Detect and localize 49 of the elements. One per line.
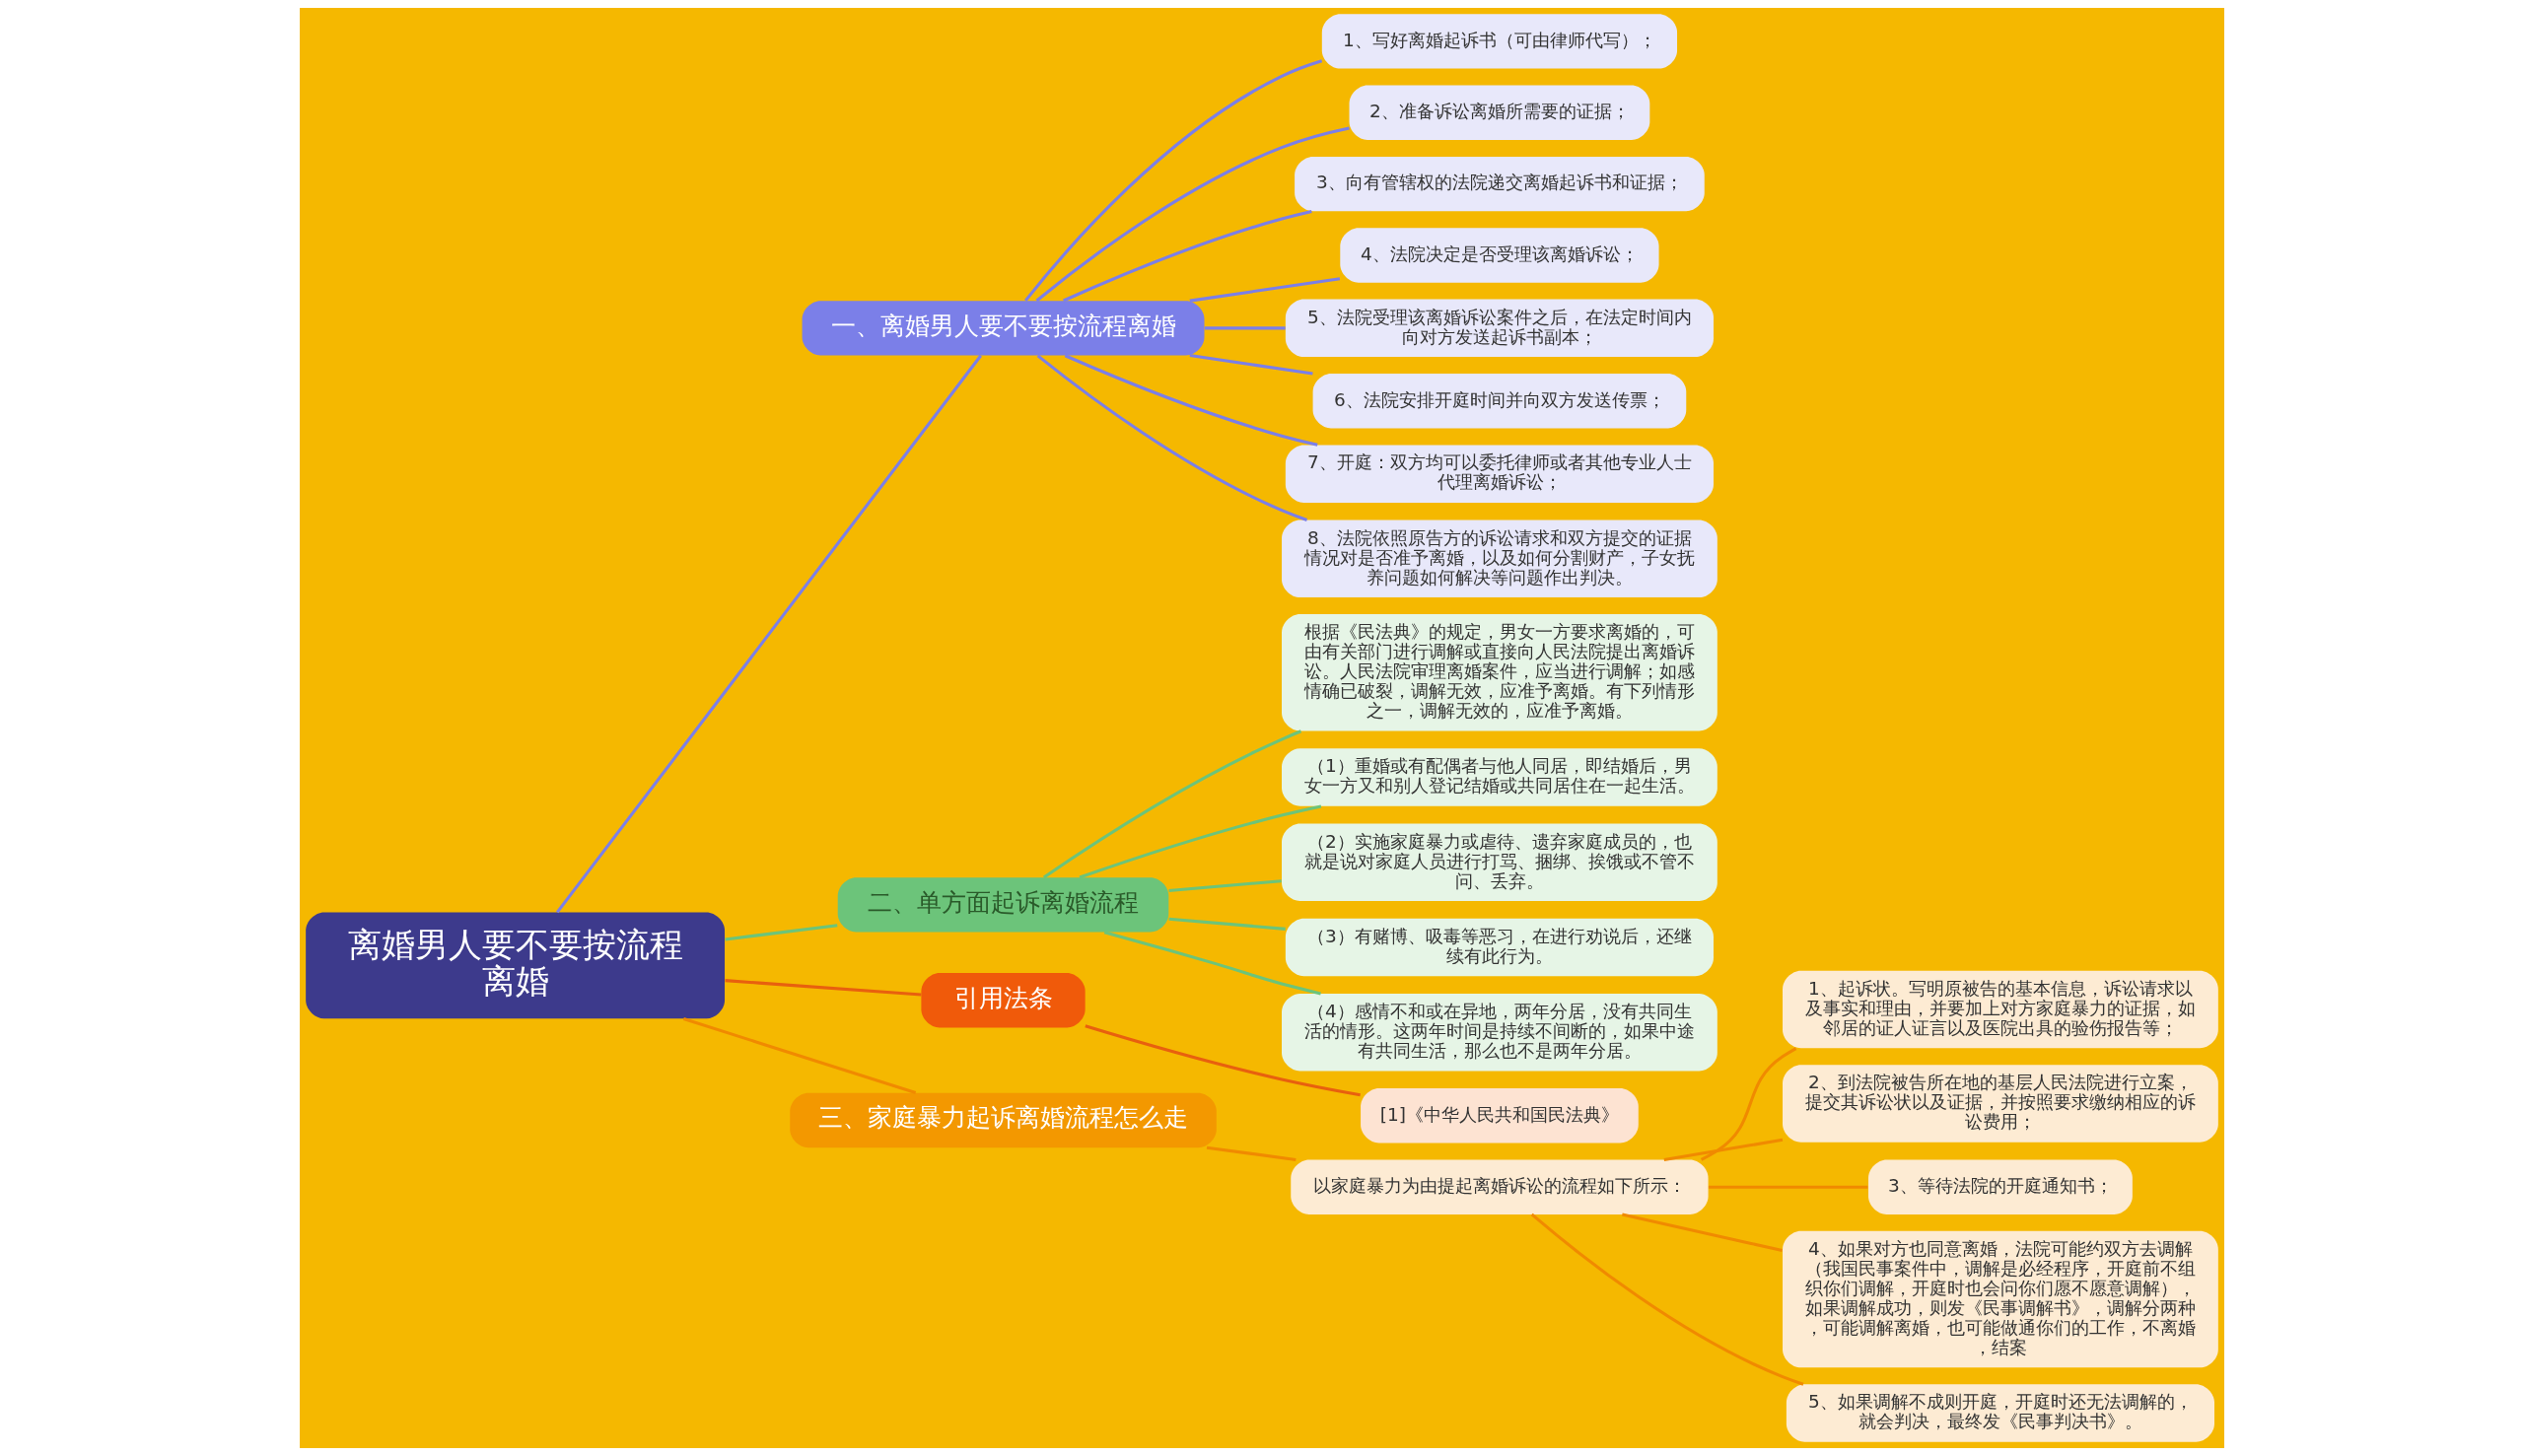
connector <box>1663 1138 1784 1161</box>
connector <box>725 979 922 997</box>
connector <box>1700 1047 1797 1161</box>
node-box: 引用法条 <box>921 973 1086 1028</box>
node-box: 离婚男人要不要按流程离婚 <box>306 912 726 1019</box>
connector <box>1189 354 1313 376</box>
node-box: （4）感情不和或在异地，两年分居，没有共同生活的情形。这两年时间是持续不间断的，如果中途有共同生活，那么也不是两年分居。 <box>1282 993 1718 1072</box>
node-box: 3、等待法院的开庭通知书； <box>1868 1159 2133 1214</box>
connector <box>1063 209 1312 303</box>
connector <box>1085 1024 1361 1097</box>
node-box: （1）重婚或有配偶者与他人同居，即结婚后，男女一方又和别人登记结婚或共同居住在一起生活。 <box>1282 748 1718 806</box>
connector <box>1708 1185 1868 1189</box>
node-box: 三、家庭暴力起诉离婚流程怎么走 <box>790 1092 1217 1148</box>
node-box: 一、离婚男人要不要按流程离婚 <box>802 301 1205 356</box>
connector <box>1103 931 1321 996</box>
connector <box>1622 1213 1783 1253</box>
node-box: 5、法院受理该离婚诉讼案件之后，在法定时间内向对方发送起诉书副本； <box>1285 299 1714 358</box>
node-box: 7、开庭：双方均可以委托律师或者其他专业人士代理离婚诉讼； <box>1285 445 1714 503</box>
node-box: （3）有赌博、吸毒等恶习，在进行劝说后，还继续有此行为。 <box>1285 918 1714 977</box>
node-box: 1、起诉状。写明原被告的基本信息，诉讼请求以及事实和理由，并要加上对方家庭暴力的证据，如邻居的证人证言以及医院出具的验伤报告等； <box>1783 970 2218 1049</box>
node-box: （2）实施家庭暴力或虐待、遗弃家庭成员的，也就是说对家庭人员进行打骂、捆绑、挨饿或不管不问、丢弃。 <box>1282 823 1718 901</box>
node-box: 4、法院决定是否受理该离婚诉讼； <box>1340 228 1659 283</box>
connector <box>1168 879 1282 893</box>
connector <box>1189 277 1341 303</box>
node-box: 4、如果对方也同意离婚，法院可能约双方去调解（我国民事案件中，调解是必经程序，开庭前不组织你们调解，开庭时也会问你们愿不愿意调解），如果调解成功，则发《民事调解书》，调解分两种，可能调解离婚，也可能做通你们的工作，不离婚，结案 <box>1783 1230 2218 1368</box>
connector <box>682 1017 917 1095</box>
node-box: 3、向有管辖权的法院递交离婚起诉书和证据； <box>1295 156 1705 212</box>
node-box: 6、法院安排开庭时间并向双方发送传票； <box>1312 374 1687 429</box>
connector <box>556 354 982 914</box>
connector <box>1530 1213 1804 1386</box>
node-box: 2、准备诉讼离婚所需要的证据； <box>1349 85 1650 140</box>
connector <box>1204 326 1286 330</box>
node-box: 1、写好离婚起诉书（可由律师代写）； <box>1321 14 1678 69</box>
connector <box>1168 917 1286 931</box>
connector <box>1035 126 1350 303</box>
node-box: 5、如果调解不成则开庭，开庭时还无法调解的，就会判决，最终发《民事判决书》。 <box>1786 1384 2214 1442</box>
connector <box>725 924 838 941</box>
node-box: 2、到法院被告所在地的基层人民法院进行立案，提交其诉讼状以及证据，并按照要求缴纳相应的诉讼费用； <box>1783 1065 2218 1143</box>
connector <box>1024 59 1323 302</box>
connector <box>1206 1145 1297 1161</box>
connector <box>1079 804 1322 879</box>
node-box: 二、单方面起诉离婚流程 <box>837 877 1169 933</box>
node-box: 以家庭暴力为由提起离婚诉讼的流程如下所示： <box>1291 1159 1709 1214</box>
node-box: 根据《民法典》的规定，男女一方要求离婚的，可由有关部门进行调解或直接向人民法院提出离婚诉讼。人民法院审理离婚案件，应当进行调解；如感情确已破裂，调解无效，应准予离婚。有下列情形之一，调解无效的，应准予离婚。 <box>1282 614 1718 731</box>
node-box: 8、法院依照原告方的诉讼请求和双方提交的证据情况对是否准予离婚，以及如何分割财产，子女抚养问题如何解决等问题作出判决。 <box>1282 520 1718 598</box>
connector <box>1064 354 1318 447</box>
node-box: [1]《中华人民共和国民法典》 <box>1361 1088 1639 1144</box>
connector <box>1036 354 1308 521</box>
connector <box>1042 729 1302 879</box>
